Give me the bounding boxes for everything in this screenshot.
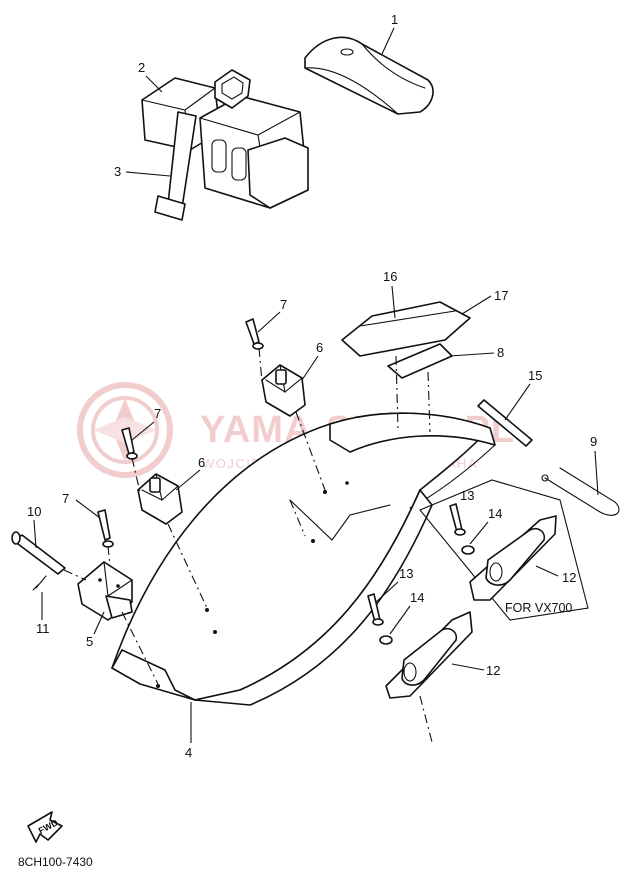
- part-12-holder-vx700: [469, 515, 557, 601]
- callout-6b: 6: [198, 455, 205, 470]
- part-6-latch-lower: [137, 473, 183, 525]
- callout-12b: 12: [486, 663, 500, 678]
- part-6-latch-upper: [261, 364, 306, 417]
- callout-2: 2: [138, 60, 145, 75]
- callout-1: 1: [391, 12, 398, 27]
- leader-6a: [301, 355, 319, 381]
- leader-3: [125, 171, 171, 177]
- part-14-washer-lower: [379, 635, 393, 645]
- part-11-pin: [32, 575, 47, 591]
- callout-7b: 7: [154, 406, 161, 421]
- callout-14a: 14: [488, 506, 502, 521]
- leader-1: [381, 27, 395, 55]
- callout-11: 11: [36, 621, 50, 636]
- leader-6b: [175, 469, 201, 491]
- vx700-group-outline: [419, 479, 589, 621]
- callout-13b: 13: [399, 566, 413, 581]
- fwd-arrow-icon: FWD: [27, 811, 63, 843]
- part-5-hinge-bracket: [77, 561, 133, 621]
- part-7-screw-b: [121, 427, 138, 460]
- leader-12b: [451, 663, 485, 671]
- part-9-clip-rod: [541, 467, 620, 516]
- part-16-mat: [341, 301, 471, 357]
- part-7-screw-a: [245, 318, 264, 350]
- part-1-pouch: [304, 36, 434, 115]
- callout-7c: 7: [62, 491, 69, 506]
- leader-12a: [535, 565, 559, 577]
- callout-10: 10: [27, 504, 41, 519]
- callout-9: 9: [590, 434, 597, 449]
- leader-14b: [389, 605, 411, 635]
- part-7-screw-c: [97, 509, 114, 548]
- part-13-screw-vx700: [449, 503, 466, 536]
- leader-17: [461, 295, 492, 315]
- leader-2: [145, 75, 163, 93]
- leader-9: [594, 450, 599, 496]
- callout-4: 4: [185, 745, 192, 760]
- leader-7a: [257, 311, 281, 333]
- callout-17: 17: [494, 288, 508, 303]
- callout-14b: 14: [410, 590, 424, 605]
- part-15-strip: [477, 399, 533, 447]
- callout-6a: 6: [316, 340, 323, 355]
- callout-7a: 7: [280, 297, 287, 312]
- leader-5: [93, 611, 105, 635]
- leader-13b: [375, 581, 399, 603]
- callout-3: 3: [114, 164, 121, 179]
- leader-10: [33, 519, 37, 549]
- part-12-holder-lower: [385, 611, 473, 699]
- part-10-bolt: [11, 531, 66, 575]
- callout-12a: 12: [562, 570, 576, 585]
- callout-5: 5: [86, 634, 93, 649]
- leader-8: [449, 352, 495, 357]
- vx700-label: FOR VX700: [505, 601, 572, 615]
- leader-7c: [75, 499, 101, 519]
- assembly-lines: [63, 347, 433, 743]
- callout-15: 15: [528, 368, 542, 383]
- part-14-washer-vx700: [461, 545, 475, 555]
- leader-14a: [469, 521, 489, 545]
- callout-13a: 13: [460, 488, 474, 503]
- leader-15: [504, 383, 531, 421]
- part-13-screw-lower: [367, 593, 384, 626]
- callout-16: 16: [383, 269, 397, 284]
- leader-7b: [131, 421, 155, 441]
- leader-16: [391, 285, 396, 319]
- diagram-part-number: 8CH100-7430: [18, 855, 93, 869]
- callout-8: 8: [497, 345, 504, 360]
- part-2-tool-case: [141, 69, 309, 221]
